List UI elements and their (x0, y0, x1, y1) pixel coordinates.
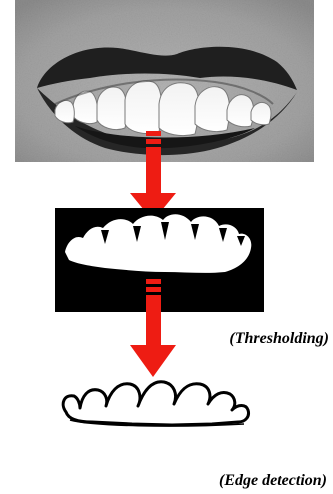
edge-contour-image (52, 370, 264, 442)
edge-detection-caption: (Edge detection) (219, 472, 327, 490)
arrow-down-icon (128, 273, 178, 379)
edge-contour (63, 382, 248, 425)
thresholding-caption: (Thresholding) (229, 330, 329, 348)
